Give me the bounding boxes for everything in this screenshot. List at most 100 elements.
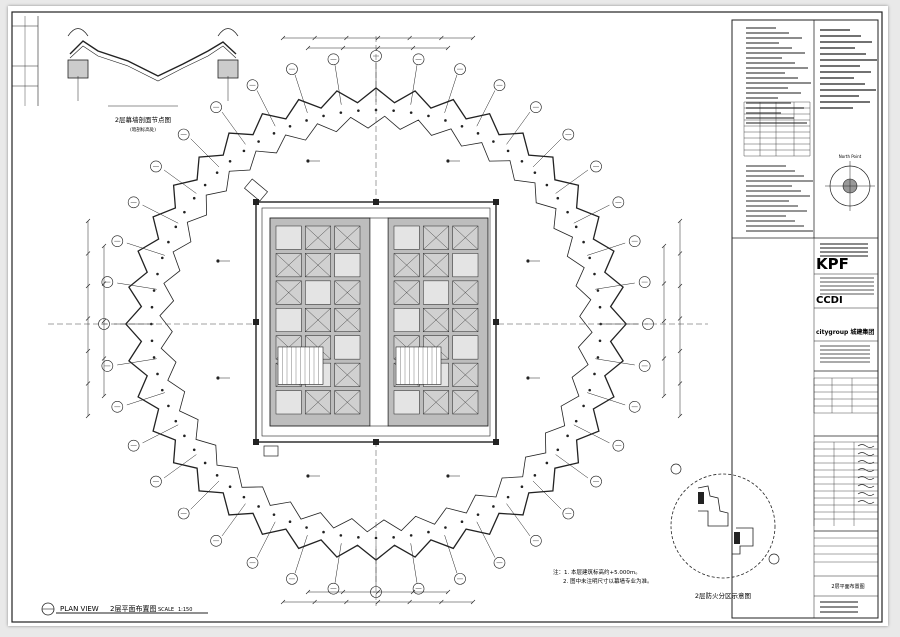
dim-right-1-tick [677, 251, 683, 256]
radial-gridline [117, 282, 157, 290]
mullion [192, 196, 196, 200]
level-marker [526, 259, 530, 263]
mullion [574, 225, 578, 229]
dim-left-2-tick [101, 318, 107, 324]
plan-title: 2层平面布置图 [110, 604, 156, 613]
dim-bottom-1-tick [439, 599, 444, 605]
signature [857, 492, 875, 496]
mullion [582, 240, 585, 244]
dim-bottom-1-tick [344, 599, 349, 605]
mullion [588, 388, 592, 392]
plan-view-label: PLAN VIEW 2层平面布置图 SCALE 1:150 [41, 602, 208, 616]
title-block [732, 20, 879, 618]
dim-top-1-tick [312, 35, 317, 41]
dim-top-1-tick [344, 35, 349, 41]
corner-element-sw [263, 445, 279, 457]
facade-detail-inset: 2层幕墙剖面节点图 (暗剖标高处) [67, 28, 239, 133]
mullion [152, 356, 156, 359]
dim-bottom-1-tick [280, 599, 286, 605]
core-room [452, 335, 479, 360]
radial-gridline [190, 480, 220, 510]
structural-column [493, 319, 499, 325]
dim-top-1-tick [470, 35, 476, 41]
dim-top-2-tick [340, 45, 346, 51]
mullion [506, 149, 510, 153]
dim-bottom-2-tick [305, 589, 311, 595]
mullion [392, 109, 395, 112]
core-room [334, 335, 361, 360]
lift-shaft-cross [452, 362, 479, 387]
signature [857, 476, 875, 480]
radial-gridline [190, 138, 220, 168]
dim-left-2-tick [101, 356, 107, 361]
scale-label: SCALE [158, 607, 174, 613]
radial-gridline [334, 65, 342, 105]
dim-bottom-2-tick [445, 589, 451, 595]
mullion [322, 114, 325, 118]
lift-shaft-cross [275, 253, 302, 278]
mullion [545, 461, 549, 465]
lift-shaft-cross [305, 225, 331, 250]
floor-plan-drawing: 2层幕墙剖面节点图 (暗剖标高处) 注：1. 本层建筑标高约+5.000m。 2… [11, 11, 883, 623]
radial-gridline [163, 169, 197, 194]
note-2: 2. 图中未注明尺寸以幕墙专业为准。 [563, 577, 653, 585]
dim-top-2-tick [305, 45, 311, 51]
lift-shaft-cross [393, 280, 420, 305]
dim-right-2-tick [661, 281, 667, 286]
mullion [556, 196, 560, 200]
mullion [533, 474, 537, 477]
signature [857, 452, 875, 456]
citygroup-logo: citygroup 城建集团 [816, 328, 874, 336]
structural-column [253, 439, 259, 445]
dim-left-2-tick [101, 281, 107, 286]
detail-subtitle: (暗剖标高处) [130, 126, 156, 133]
lift-shaft-cross [334, 280, 361, 305]
lift-shaft-cross [423, 253, 449, 278]
mullion [305, 119, 308, 122]
structural-column [493, 199, 499, 205]
mullion [305, 526, 308, 529]
dim-right-1-tick [677, 381, 683, 386]
radial-gridline [294, 74, 308, 113]
mullion [427, 114, 430, 118]
dim-right-1-tick [677, 413, 683, 419]
radial-gridline [256, 90, 276, 127]
mullion [228, 485, 232, 489]
mullion [339, 534, 343, 537]
mullion [183, 434, 186, 438]
mullion [272, 513, 276, 516]
radial-gridline [587, 392, 626, 406]
lift-shaft-cross [423, 308, 449, 332]
mullion [492, 505, 495, 508]
mullion [520, 159, 524, 163]
radial-gridline [444, 74, 458, 113]
mullion [444, 526, 447, 529]
mullion [150, 339, 154, 343]
mullion [215, 474, 219, 477]
dim-right-2-tick [661, 318, 667, 324]
dim-left-2-tick [101, 393, 107, 399]
lift-shaft-cross [423, 390, 449, 415]
mullion [160, 388, 164, 392]
dim-left-1-tick [85, 348, 91, 354]
mullion [596, 289, 600, 292]
mullion [156, 372, 159, 376]
mullion [257, 140, 260, 143]
scale-value: 1:150 [178, 607, 192, 613]
dim-right-2-tick [661, 243, 667, 249]
mullion [183, 210, 186, 214]
dim-right-2-tick [661, 356, 667, 361]
mullion [409, 534, 413, 537]
core-room [423, 280, 449, 305]
radial-gridline [410, 65, 418, 105]
lift-shaft-cross [305, 253, 331, 278]
dim-bottom-1-tick [407, 599, 412, 605]
mullion [588, 256, 592, 260]
detail-title: 2层幕墙剖面节点图 [115, 115, 171, 124]
lift-shaft-cross [452, 225, 479, 250]
mullion [593, 272, 596, 276]
mullion [427, 530, 430, 534]
core-room [275, 225, 302, 250]
signature [857, 484, 875, 488]
core-room [393, 308, 420, 332]
